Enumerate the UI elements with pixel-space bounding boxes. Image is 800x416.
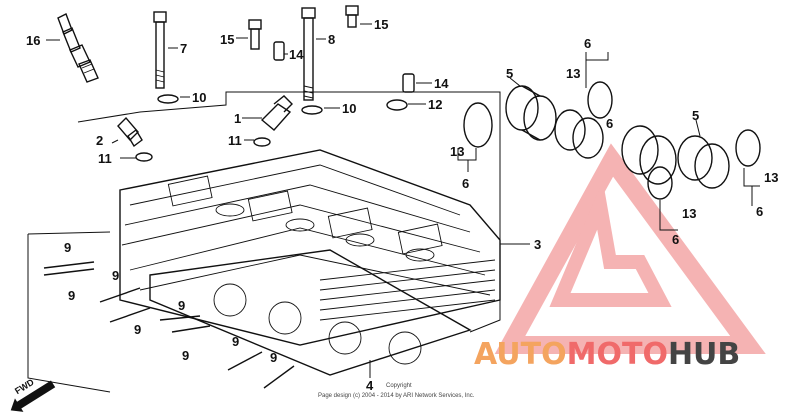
callout-1: 1 — [234, 111, 241, 126]
watermark-auto: AUTO — [474, 337, 567, 372]
callout-9-b: 9 — [68, 288, 75, 303]
copyright-text: Page design (c) 2004 - 2014 by ARI Netwo… — [318, 393, 475, 399]
callout-6-d: 6 — [756, 204, 763, 219]
cylinder-head-icon — [119, 149, 501, 346]
o-ring-icon — [386, 99, 408, 111]
callout-9-h: 9 — [270, 350, 277, 365]
callout-3: 3 — [534, 237, 541, 252]
callout-2: 2 — [96, 133, 103, 148]
callout-13-b: 13 — [450, 144, 464, 159]
watermark-text: AUTOMOTOHUB — [474, 337, 740, 372]
callout-9-c: 9 — [112, 268, 119, 283]
washer-icon-2 — [301, 105, 323, 115]
callout-9-f: 9 — [182, 348, 189, 363]
callout-10-left: 10 — [192, 90, 206, 105]
fitting-icon — [117, 116, 143, 148]
callout-15-right: 15 — [374, 17, 388, 32]
callout-7: 7 — [180, 41, 187, 56]
callout-11-left: 11 — [98, 151, 112, 166]
watermark-logo-icon — [494, 143, 766, 354]
stud-icon-group — [43, 261, 295, 389]
insulator-icon — [505, 85, 604, 159]
copyright-title: Copyright — [386, 383, 412, 389]
callout-13-a: 13 — [566, 66, 580, 81]
callout-4: 4 — [366, 378, 374, 393]
callout-9-g: 9 — [232, 334, 239, 349]
callout-10-right: 10 — [342, 101, 356, 116]
callout-13-c: 13 — [764, 170, 778, 185]
o-ring-icon-3 — [135, 152, 153, 162]
bolt-icon-2 — [345, 5, 359, 28]
callout-8: 8 — [328, 32, 335, 47]
watermark-hub: HUB — [668, 337, 740, 372]
callout-15-left: 15 — [220, 32, 234, 47]
hose-clamp-icon — [463, 81, 613, 148]
insulator-icon-2 — [621, 125, 730, 189]
callout-9-d: 9 — [134, 322, 141, 337]
callout-11-right: 11 — [228, 133, 242, 148]
callout-14-right: 14 — [434, 76, 449, 91]
bolt-icon — [248, 19, 262, 50]
o-ring-icon-2 — [253, 137, 271, 147]
watermark-moto: MOTO — [567, 337, 668, 372]
callout-6-e: 6 — [672, 232, 679, 247]
washer-icon — [157, 94, 179, 104]
callout-9-e: 9 — [178, 298, 185, 313]
dowel-collar-icon-2 — [402, 73, 415, 93]
callout-6-b: 6 — [462, 176, 469, 191]
stud-bolt-icon — [153, 11, 167, 89]
callout-6-a: 6 — [584, 36, 591, 51]
callout-5-a: 5 — [506, 66, 513, 81]
callout-16: 16 — [26, 33, 40, 48]
stud-bolt-icon-2 — [301, 7, 316, 101]
callout-6-c: 6 — [606, 116, 613, 131]
callout-14-left: 14 — [289, 47, 304, 62]
forward-arrow-icon: FWD — [10, 377, 56, 412]
hose-clamp-icon-2 — [647, 129, 761, 200]
head-gasket-icon — [149, 249, 472, 376]
callout-9-a: 9 — [64, 240, 71, 255]
leader-lines — [27, 23, 760, 393]
dowel-collar-icon — [273, 41, 285, 61]
callout-5-b: 5 — [692, 108, 699, 123]
callout-13-d: 13 — [682, 206, 696, 221]
spark-plug-icon — [57, 13, 99, 83]
callout-12: 12 — [428, 97, 442, 112]
cap-icon — [260, 95, 293, 131]
